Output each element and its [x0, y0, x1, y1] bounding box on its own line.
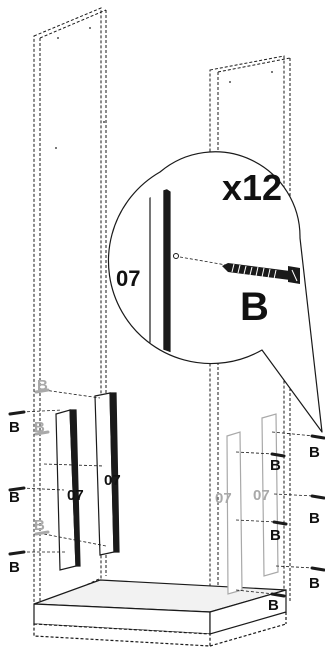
- right-fastener-label-5: B: [309, 510, 320, 527]
- base-panel: [33, 579, 287, 647]
- left-fastener-label-6: B: [34, 517, 45, 534]
- left-fastener-label-2: B: [9, 489, 20, 506]
- callout-fastener-label: B: [240, 285, 269, 329]
- left-fastener-label-1: B: [9, 419, 20, 436]
- left-panel-holes: [55, 27, 105, 149]
- right-fastener-label-4: B: [309, 444, 320, 461]
- left-screw-icons: [8, 410, 26, 556]
- right-fastener-label-2: B: [270, 527, 281, 544]
- callout-bubble: [107, 151, 323, 433]
- left-fastener-label-4: B: [37, 377, 48, 394]
- callout-quantity: x12: [222, 167, 282, 208]
- left-fastener-label-5: B: [34, 419, 45, 436]
- right-panel-holes: [229, 71, 273, 83]
- right-fastener-label-3: B: [268, 597, 279, 614]
- left-cleat-front-label: 07: [67, 487, 84, 504]
- right-fastener-label-6: B: [309, 575, 320, 592]
- right-cleat-front: [226, 431, 243, 595]
- callout-part-label: 07: [116, 266, 140, 291]
- callout-cleat: [149, 184, 171, 356]
- callout-hole-icon: [173, 253, 179, 259]
- right-fastener-label-1: B: [270, 457, 281, 474]
- right-cleat-back-label: 07: [253, 487, 270, 504]
- right-cleat-front-label: 07: [215, 490, 232, 507]
- left-cleat-back-label: 07: [104, 472, 121, 489]
- left-screw-icons-hidden: [34, 388, 50, 536]
- left-fastener-label-3: B: [9, 559, 20, 576]
- right-guide-lines: [235, 431, 315, 595]
- left-guide-lines: [21, 389, 107, 553]
- right-screw-icons: [270, 434, 325, 598]
- left-cleat-front: [55, 409, 81, 571]
- left-cleat-back: [94, 392, 120, 556]
- callout-screw-icon: [222, 263, 300, 284]
